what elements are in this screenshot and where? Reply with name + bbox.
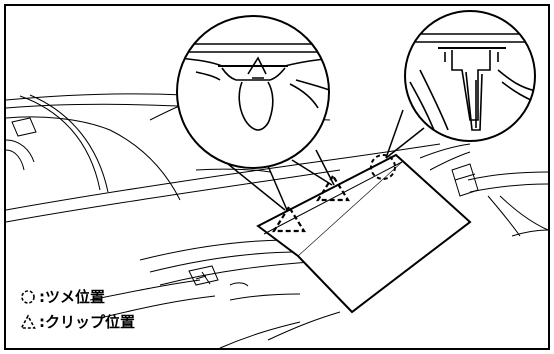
glove-box-lid [256,153,472,314]
legend-claw-position: :ツメ位置 [20,288,105,306]
legend-clip-position: :クリップ位置 [20,313,135,331]
claw-marker [370,154,396,180]
dashed-triangle-icon [20,314,36,329]
clip-marker-2 [316,173,350,202]
dashed-circle-icon [21,290,35,304]
clip-marker-1 [272,204,306,233]
figure-border [4,4,550,350]
claw-detail-callout [404,10,536,142]
callout-lines [227,109,425,211]
legend-claw-label: :ツメ位置 [39,288,105,306]
legend-clip-label: :クリップ位置 [39,313,135,331]
dashboard-background [5,93,549,349]
clip-detail-callout [176,15,330,169]
